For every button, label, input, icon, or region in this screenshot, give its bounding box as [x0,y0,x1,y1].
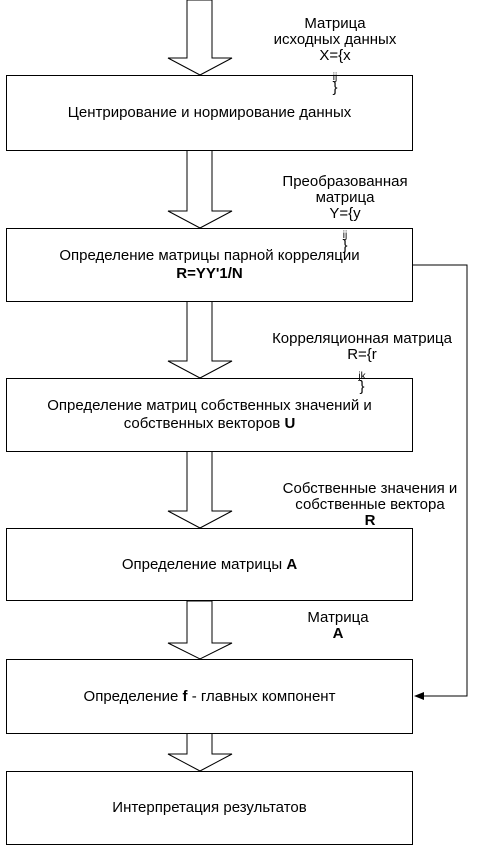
label-correlation-formula-suffix: } [359,378,365,395]
label-eigen-values: Собственные значения и собственные векто… [252,481,488,529]
label-input-formula-sub: ij [332,72,338,83]
label-matrix-a-text: Матрица A [288,610,388,642]
label-correlation-matrix: Корреляционная матрица R={r jk} [244,331,480,395]
arrow-input [167,0,233,76]
label-matrix-a-symbol: A [332,625,344,642]
label-correlation-formula-sub: jk [358,371,366,382]
box-correlation: Определение матрицы парной корреляции R=… [6,228,413,302]
label-input-line1: Матрица [304,15,366,32]
label-eigen-line2: собственные вектора R [252,497,488,529]
box-interpretation: Интерпретация результатов [6,771,413,845]
label-input-formula-prefix: X={x [319,47,351,64]
box-eigen-symbol: U [284,415,296,432]
feedback-connector-line [413,264,468,697]
box-components-suffix: - главных компонент [187,687,336,705]
label-transformed-line2: матрица [315,189,375,206]
feedback-connector-arrowhead [414,692,424,700]
box-components: Определение f - главных компонент [6,659,413,734]
label-matrix-a-prefix: Матрица [307,609,369,626]
label-input-line2: исходных данных [273,31,397,48]
box-matrix-a-prefix: Определение матрицы [121,555,283,573]
arrow-to-interpretation [167,732,233,772]
label-input-formula-suffix: } [332,79,338,96]
label-eigen-symbol: R [364,512,376,529]
box-matrix-a-text: Определение матрицы A [122,556,297,574]
arrow-to-eigen [167,300,233,379]
box-eigen-line2-text: собственных векторов [123,415,281,432]
box-eigen-line1: Определение матриц собственных значений … [47,397,372,414]
box-correlation-formula: R=YY'1/N [176,265,243,282]
box-components-symbol: f [182,687,188,705]
label-input-matrix: Матрица исходных данных X={x ij } [250,16,420,96]
label-correlation-line1: Корреляционная матрица [272,330,452,347]
box-interpretation-text: Интерпретация результатов [112,799,307,816]
label-eigen-line2-text: собственные вектора [295,496,445,513]
label-correlation-line2: R={r jk} [244,347,480,395]
label-transformed-line1: Преобразованная [282,173,408,190]
arrow-to-matrix-a [167,450,233,529]
box-eigen: Определение матриц собственных значений … [6,378,413,452]
label-transformed-formula-suffix: } [342,237,348,254]
label-correlation-formula-prefix: R={r [347,346,377,363]
label-transformed-formula-prefix: Y={y [329,205,361,222]
box-centering-text: Центрирование и нормирование данных [67,104,352,121]
arrow-to-components [167,600,233,660]
arrow-to-correlation [167,149,233,229]
box-centering: Центрирование и нормирование данных [6,75,413,151]
label-transformed-matrix: Преобразованная матрица Y={y ij} [265,174,425,254]
label-input-line3: X={x ij } [250,48,420,96]
box-correlation-title: Определение матрицы парной корреляции [59,247,360,264]
label-matrix-a: Матрица A [288,610,388,642]
label-eigen-line1: Собственные значения и [282,480,458,497]
box-eigen-line2: собственных векторов U [124,415,296,433]
label-transformed-line3: Y={y ij} [265,206,425,254]
box-components-prefix: Определение [83,687,179,705]
box-matrix-a: Определение матрицы A [6,528,413,601]
box-components-text: Определение f - главных компонент [84,688,336,706]
label-transformed-formula-sub: ij [342,230,348,241]
box-matrix-a-symbol: A [286,555,298,573]
